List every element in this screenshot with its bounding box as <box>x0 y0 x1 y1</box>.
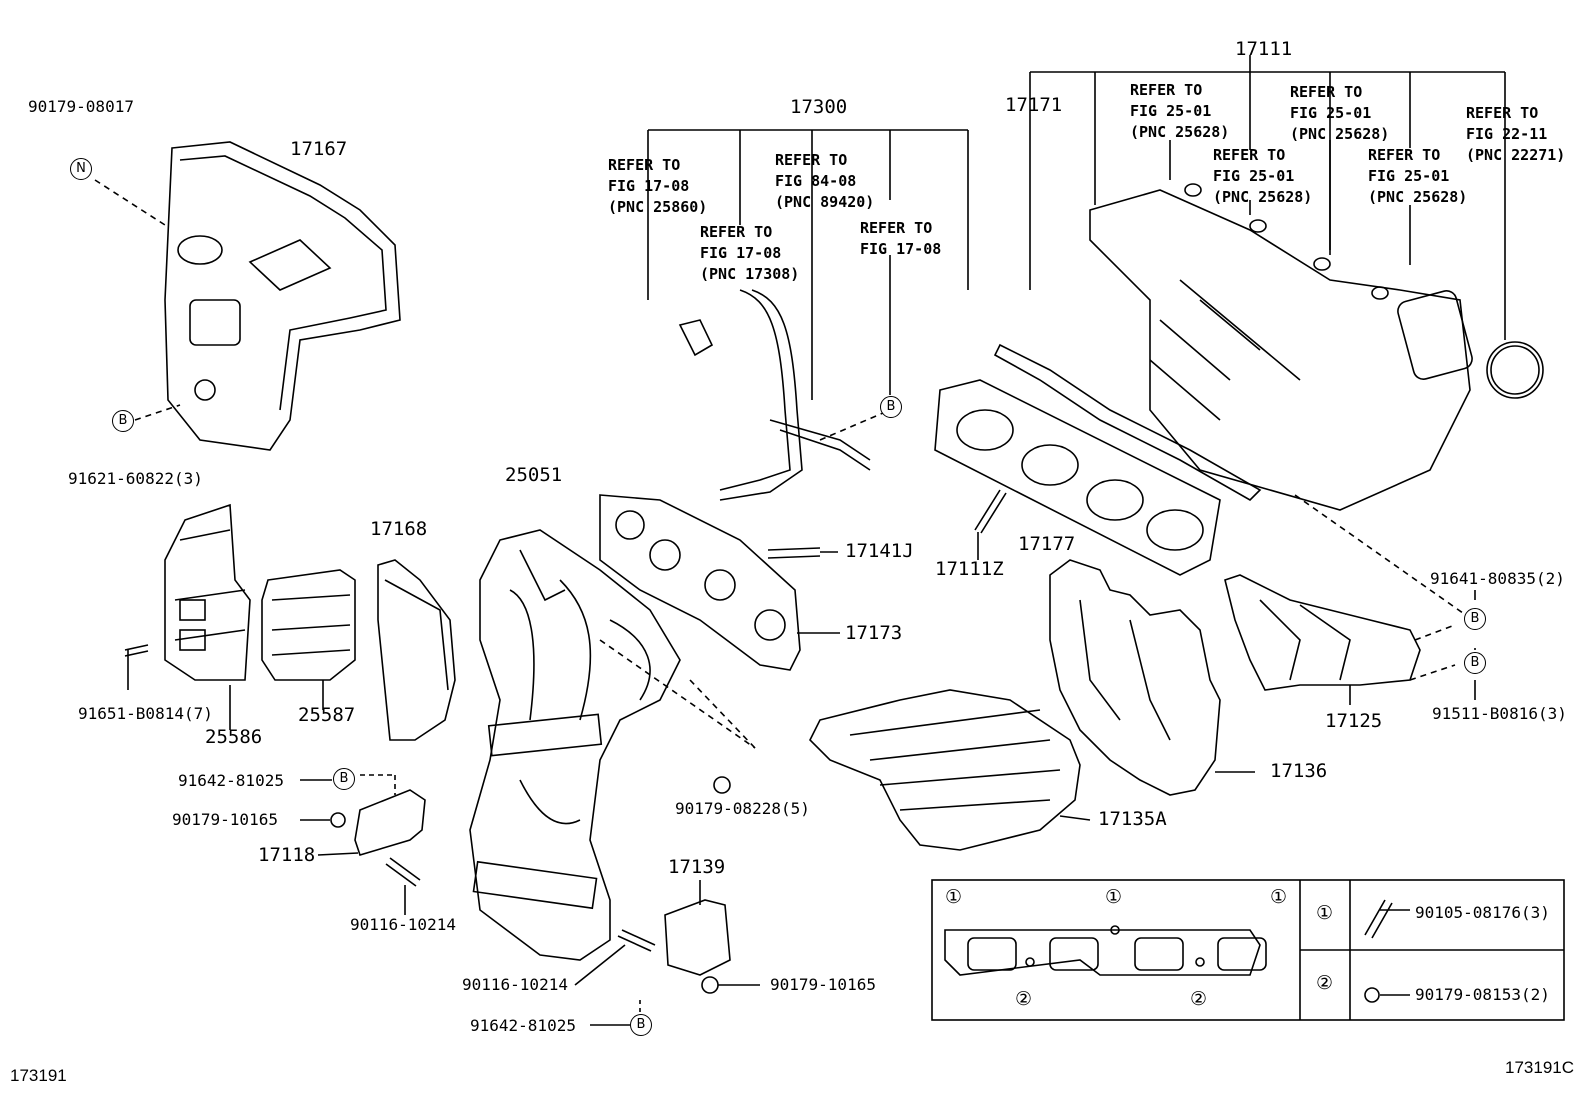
marker-b: B <box>880 396 902 418</box>
label-25587: 25587 <box>298 704 356 726</box>
marker-b: B <box>1464 652 1486 674</box>
heat-insulator-25587 <box>261 569 356 681</box>
label-25051: 25051 <box>505 464 563 486</box>
label-91651-B0814: 91651-B0814(7) <box>78 704 213 723</box>
marker-b: B <box>112 410 134 432</box>
label-17111: 17111 <box>1235 38 1293 60</box>
marker-b: B <box>630 1014 652 1036</box>
gasket-17171 <box>993 343 1262 501</box>
refer-note: REFER TO FIG 25-01 (PNC 25628) <box>1213 146 1313 206</box>
legend-circle-one: ① <box>1105 886 1123 908</box>
refer-note: REFER TO FIG 25-01 (PNC 25628) <box>1290 83 1390 143</box>
bracket-17118 <box>354 789 426 856</box>
refer-note: REFER TO FIG 17-08 <box>860 219 942 258</box>
label-17168: 17168 <box>370 518 428 540</box>
heat-insulator-25586 <box>164 503 251 681</box>
legend-bolt-part: 90105-08176(3) <box>1415 903 1550 922</box>
marker-n: N <box>70 158 92 180</box>
refer-note: REFER TO FIG 25-01 (PNC 25628) <box>1368 146 1468 206</box>
legend-key-one: ① <box>1316 902 1334 924</box>
label-17136: 17136 <box>1270 760 1328 782</box>
label-90179-08017: 90179-08017 <box>28 97 134 116</box>
label-90116-10214: 90116-10214 <box>350 915 456 934</box>
label-91642-81025: 91642-81025 <box>178 771 284 790</box>
label-17177: 17177 <box>1018 533 1076 555</box>
label-17111Z: 17111Z <box>935 558 1004 580</box>
legend-circle-one: ① <box>945 886 963 908</box>
label-91621-60822: 91621-60822(3) <box>68 469 203 488</box>
legend-nut-part: 90179-08153(2) <box>1415 985 1550 1004</box>
label-17173: 17173 <box>845 622 903 644</box>
refer-note: REFER TO FIG 84-08 (PNC 89420) <box>775 151 875 211</box>
label-91641-80835: 91641-80835(2) <box>1430 569 1565 588</box>
legend-circle-two: ② <box>1015 988 1033 1010</box>
heat-insulator-17139 <box>664 899 731 976</box>
label-17300: 17300 <box>790 96 848 118</box>
label-91642-81025: 91642-81025 <box>470 1016 576 1035</box>
footer-figure-code: 173191C <box>1505 1058 1575 1077</box>
label-17118: 17118 <box>258 844 316 866</box>
heat-insulator-17125 <box>1224 574 1421 691</box>
legend-circle-one: ① <box>1270 886 1288 908</box>
gasket-17173 <box>599 494 801 671</box>
label-17141J: 17141J <box>845 540 914 562</box>
heat-insulator-17167 <box>164 141 401 451</box>
intake-manifold-17111 <box>1089 189 1471 511</box>
label-17139: 17139 <box>668 856 726 878</box>
label-90179-10165: 90179-10165 <box>770 975 876 994</box>
refer-note: REFER TO FIG 17-08 (PNC 17308) <box>700 223 800 283</box>
label-17135A: 17135A <box>1098 808 1167 830</box>
label-90116-10214: 90116-10214 <box>462 975 568 994</box>
label-17167: 17167 <box>290 138 348 160</box>
spacer-17177 <box>934 379 1221 576</box>
label-90179-10165: 90179-10165 <box>172 810 278 829</box>
heat-insulator-17136 <box>1049 559 1221 796</box>
vacuum-hose <box>719 289 791 491</box>
refer-note: REFER TO FIG 25-01 (PNC 25628) <box>1130 81 1230 141</box>
legend-key-two: ② <box>1316 972 1334 994</box>
heat-insulator-17135A <box>809 689 1081 851</box>
legend-circle-two: ② <box>1190 988 1208 1010</box>
label-17125: 17125 <box>1325 710 1383 732</box>
label-25586: 25586 <box>205 726 263 748</box>
marker-b: B <box>1464 608 1486 630</box>
refer-note: REFER TO FIG 22-11 (PNC 22271) <box>1466 104 1566 164</box>
label-91511-B0816: 91511-B0816(3) <box>1432 704 1567 723</box>
marker-b: B <box>333 768 355 790</box>
label-17171: 17171 <box>1005 94 1063 116</box>
heat-insulator-17168 <box>377 559 456 741</box>
exhaust-manifold-25051 <box>469 529 681 961</box>
label-90179-08228: 90179-08228(5) <box>675 799 810 818</box>
refer-note: REFER TO FIG 17-08 (PNC 25860) <box>608 156 708 216</box>
footer-figure-id: 173191 <box>10 1066 67 1085</box>
